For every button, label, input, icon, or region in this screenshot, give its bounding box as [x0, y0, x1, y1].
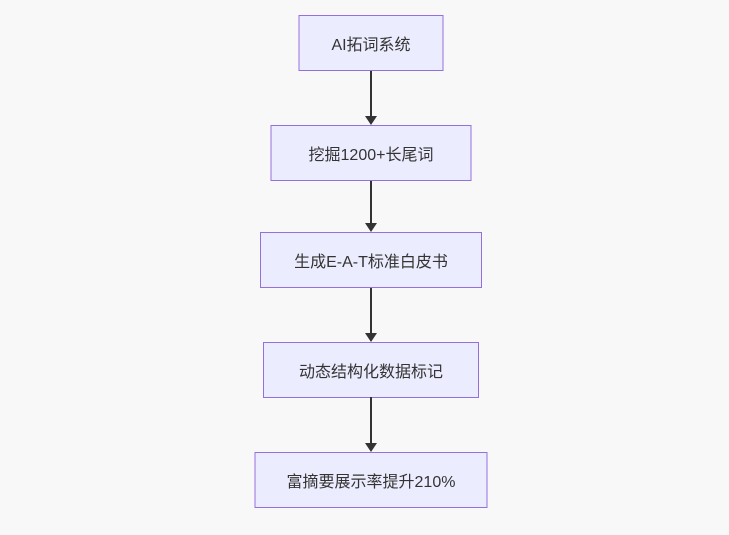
- arrow-line: [370, 71, 372, 118]
- flow-node-generate-eat-whitepaper: 生成E-A-T标准白皮书: [260, 232, 482, 288]
- flow-arrow-3: [365, 288, 377, 342]
- flow-node-label: 挖掘1200+长尾词: [308, 147, 434, 164]
- flow-node-label: 富摘要展示率提升210%: [286, 474, 456, 491]
- flow-node-mine-longtail-keywords: 挖掘1200+长尾词: [270, 125, 472, 181]
- flow-arrow-1: [365, 71, 377, 125]
- arrow-head-down-icon: [365, 223, 377, 232]
- flow-node-label: AI拓词系统: [331, 37, 411, 54]
- flow-node-ai-word-expansion-system: AI拓词系统: [298, 15, 444, 71]
- flow-arrow-4: [365, 397, 377, 452]
- flow-node-label: 动态结构化数据标记: [298, 364, 443, 381]
- arrow-line: [370, 288, 372, 335]
- arrow-head-down-icon: [365, 116, 377, 125]
- flow-node-dynamic-structured-data-markup: 动态结构化数据标记: [263, 342, 479, 398]
- arrow-line: [370, 181, 372, 225]
- flow-arrow-2: [365, 181, 377, 232]
- flow-node-rich-snippet-rate-increase: 富摘要展示率提升210%: [254, 452, 488, 508]
- flow-node-label: 生成E-A-T标准白皮书: [294, 254, 448, 271]
- arrow-line: [370, 397, 372, 445]
- arrow-head-down-icon: [365, 443, 377, 452]
- arrow-head-down-icon: [365, 333, 377, 342]
